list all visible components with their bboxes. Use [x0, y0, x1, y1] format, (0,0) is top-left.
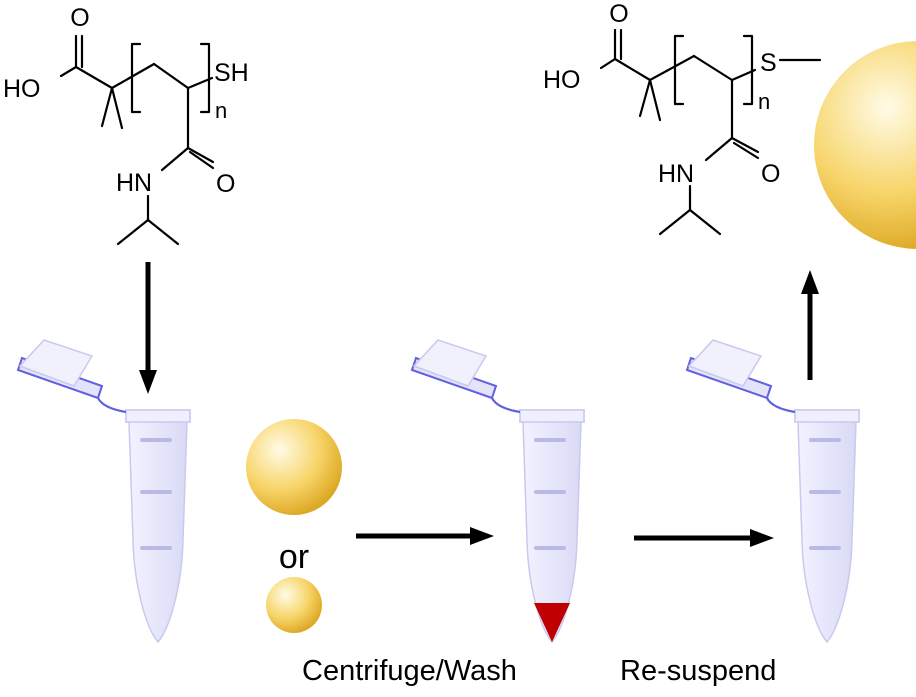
arrow-right-2	[634, 529, 774, 547]
or-label: or	[279, 538, 309, 576]
resuspend-label: Re-suspend	[620, 655, 776, 687]
right-repeat-n-label: n	[758, 89, 770, 114]
left-carbonyl-oxygen-label: O	[70, 4, 89, 32]
left-thiol-label: SH	[214, 59, 249, 87]
right-amide-oxygen-label: O	[761, 160, 780, 188]
left-molecule-bonds	[59, 34, 215, 246]
left-molecule: O HO SH n HN O	[3, 4, 249, 246]
arrow-up	[801, 270, 819, 380]
left-repeat-n-label: n	[215, 98, 227, 123]
left-amide-oxygen-label: O	[216, 170, 235, 198]
centrifuge-wash-label: Centrifuge/Wash	[302, 655, 517, 687]
right-amide-nh-label: HN	[658, 160, 694, 188]
right-molecule: O HO S n HN O	[543, 0, 916, 249]
tube-3	[685, 338, 861, 644]
large-gold-nanoparticle	[814, 41, 916, 249]
arrow-right-1	[356, 527, 494, 545]
left-amide-nh-label: HN	[116, 169, 152, 197]
right-hydroxyl-label: HO	[543, 66, 581, 94]
right-molecule-bonds	[599, 28, 822, 236]
right-carbonyl-oxygen-label: O	[609, 0, 628, 28]
right-sulfur-label: S	[760, 49, 777, 77]
tube-2	[410, 338, 586, 644]
arrow-down	[139, 262, 157, 394]
large-nanoparticle	[246, 419, 342, 515]
small-nanoparticle	[266, 577, 322, 633]
red-pellet	[534, 603, 570, 642]
left-hydroxyl-label: HO	[3, 75, 41, 103]
tube-1	[16, 338, 192, 644]
